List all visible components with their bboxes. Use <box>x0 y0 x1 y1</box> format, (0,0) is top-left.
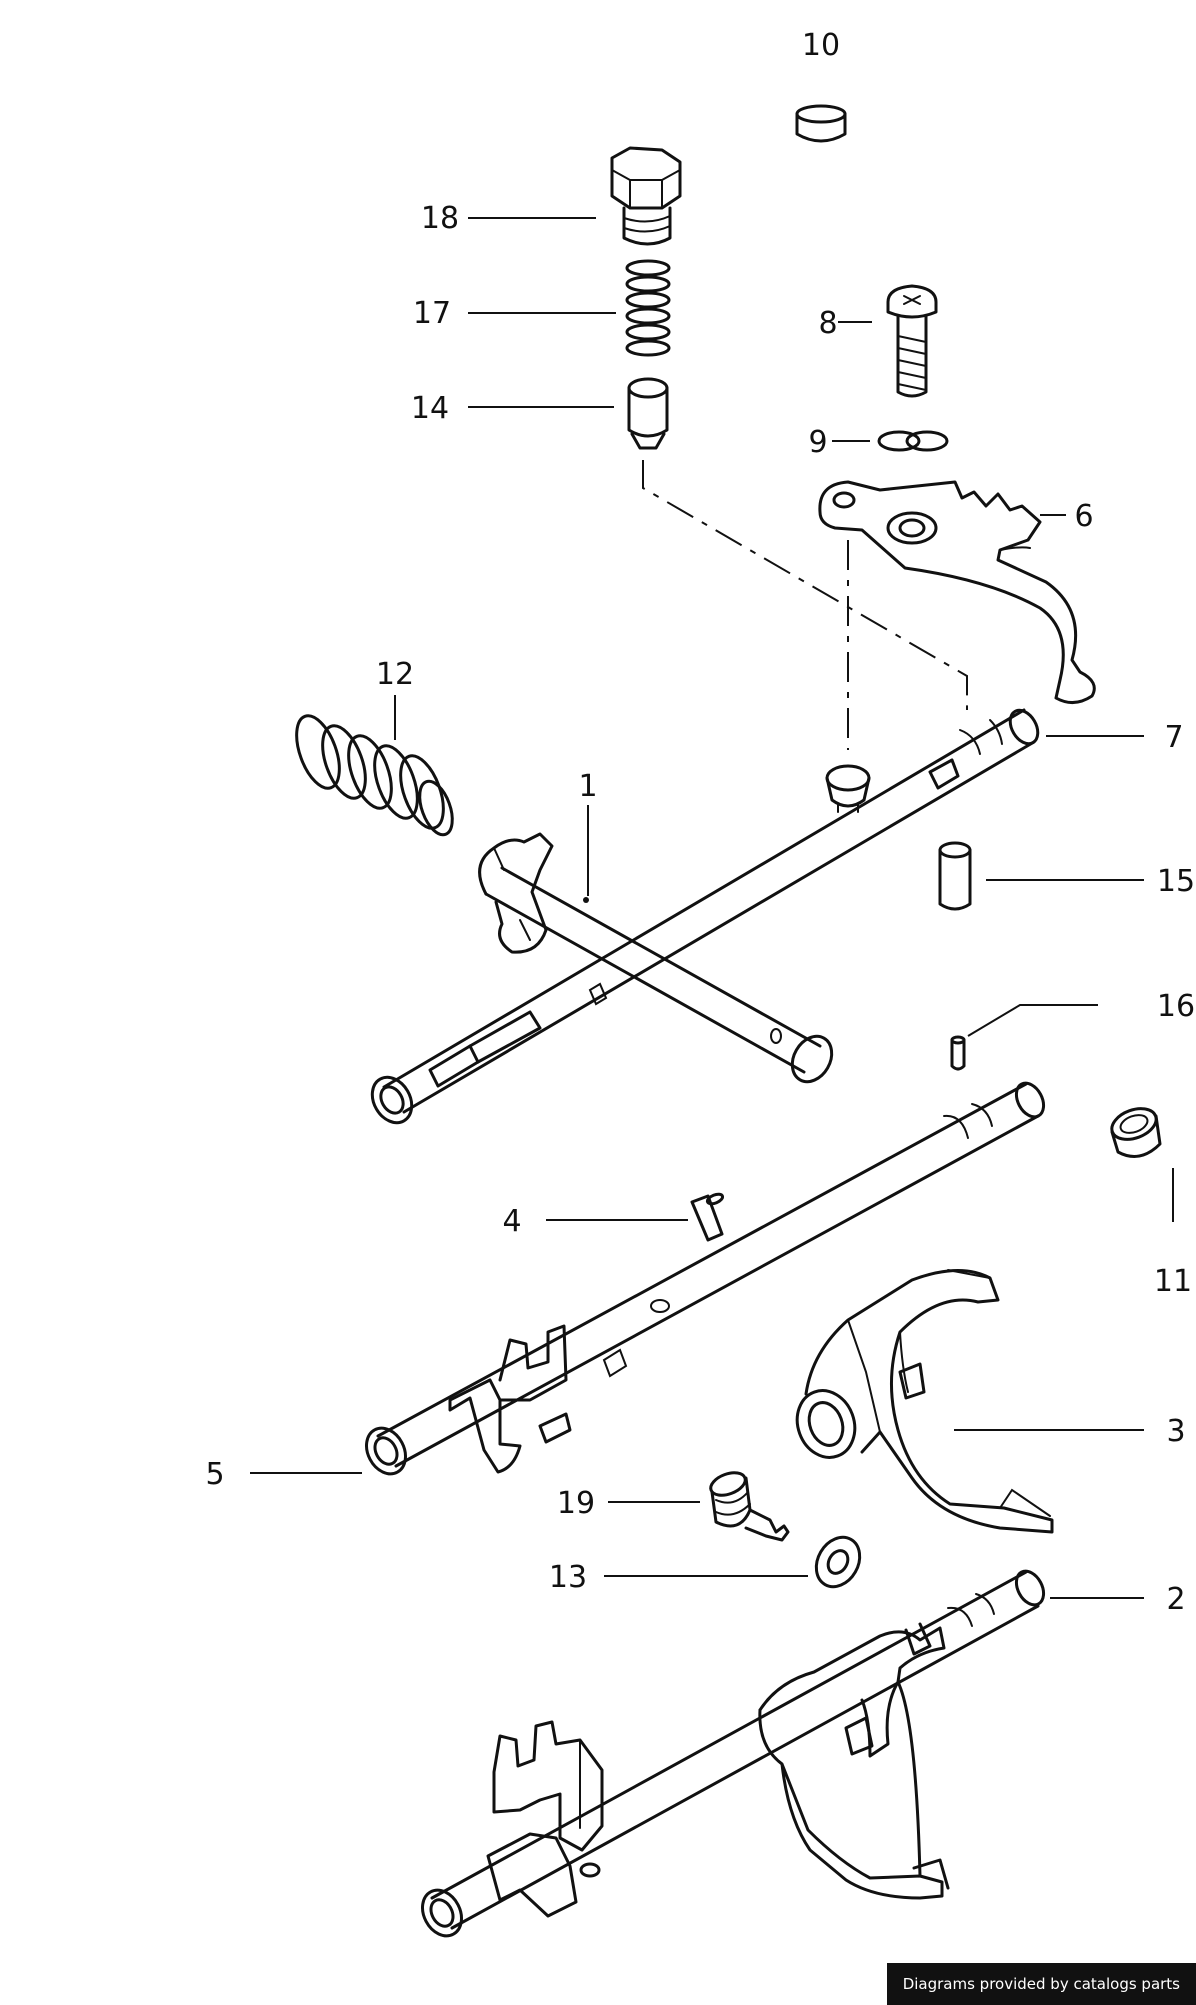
part-7-shift-rail <box>370 708 1040 1125</box>
label-18: 18 <box>421 201 459 236</box>
part-8-screw <box>886 284 938 398</box>
part-14-plunger <box>627 377 669 450</box>
part-15-pin <box>938 841 972 911</box>
label-1: 1 <box>578 769 597 804</box>
label-12: 12 <box>376 657 414 692</box>
label-19: 19 <box>557 1486 595 1521</box>
label-6: 6 <box>1074 499 1093 534</box>
part-10-cap <box>795 104 847 143</box>
assembly-lines <box>642 460 968 750</box>
part-19-threaded-pin <box>709 1471 790 1542</box>
label-8: 8 <box>818 306 837 341</box>
label-16: 16 <box>1157 989 1195 1024</box>
label-10: 10 <box>802 28 840 63</box>
label-5: 5 <box>205 1457 224 1492</box>
label-15: 15 <box>1157 864 1195 899</box>
label-4: 4 <box>502 1204 521 1239</box>
label-2: 2 <box>1166 1582 1185 1617</box>
part-17-spring <box>625 259 671 357</box>
part-5-shift-rail <box>365 1081 1046 1476</box>
part-2-shift-rail-fork <box>421 1569 1046 1938</box>
part-12-coil-spring <box>295 714 454 837</box>
label-7: 7 <box>1164 720 1183 755</box>
part-labels: 10 18 17 14 8 9 6 12 1 7 15 16 4 11 5 3 … <box>205 28 1195 1617</box>
part-9-lock-washer <box>877 430 949 452</box>
part-4-roll-pin <box>690 1192 725 1242</box>
label-9: 9 <box>808 425 827 460</box>
part-18-hex-plug <box>610 146 682 246</box>
credit-banner: Diagrams provided by catalogs parts <box>886 1963 1196 2005</box>
part-11-bushing <box>1110 1107 1162 1158</box>
part-3-shift-fork <box>795 1269 1054 1534</box>
label-17: 17 <box>413 296 451 331</box>
label-3: 3 <box>1166 1414 1185 1449</box>
part-13-washer <box>814 1535 862 1589</box>
part-16-roll-pin <box>950 1035 966 1071</box>
label-14: 14 <box>411 391 449 426</box>
label-13: 13 <box>549 1560 587 1595</box>
label-11: 11 <box>1154 1264 1192 1299</box>
part-6-lever-plate <box>818 480 1096 704</box>
leader-lines <box>250 217 1174 1599</box>
part-1-selector-rod <box>478 832 834 1084</box>
